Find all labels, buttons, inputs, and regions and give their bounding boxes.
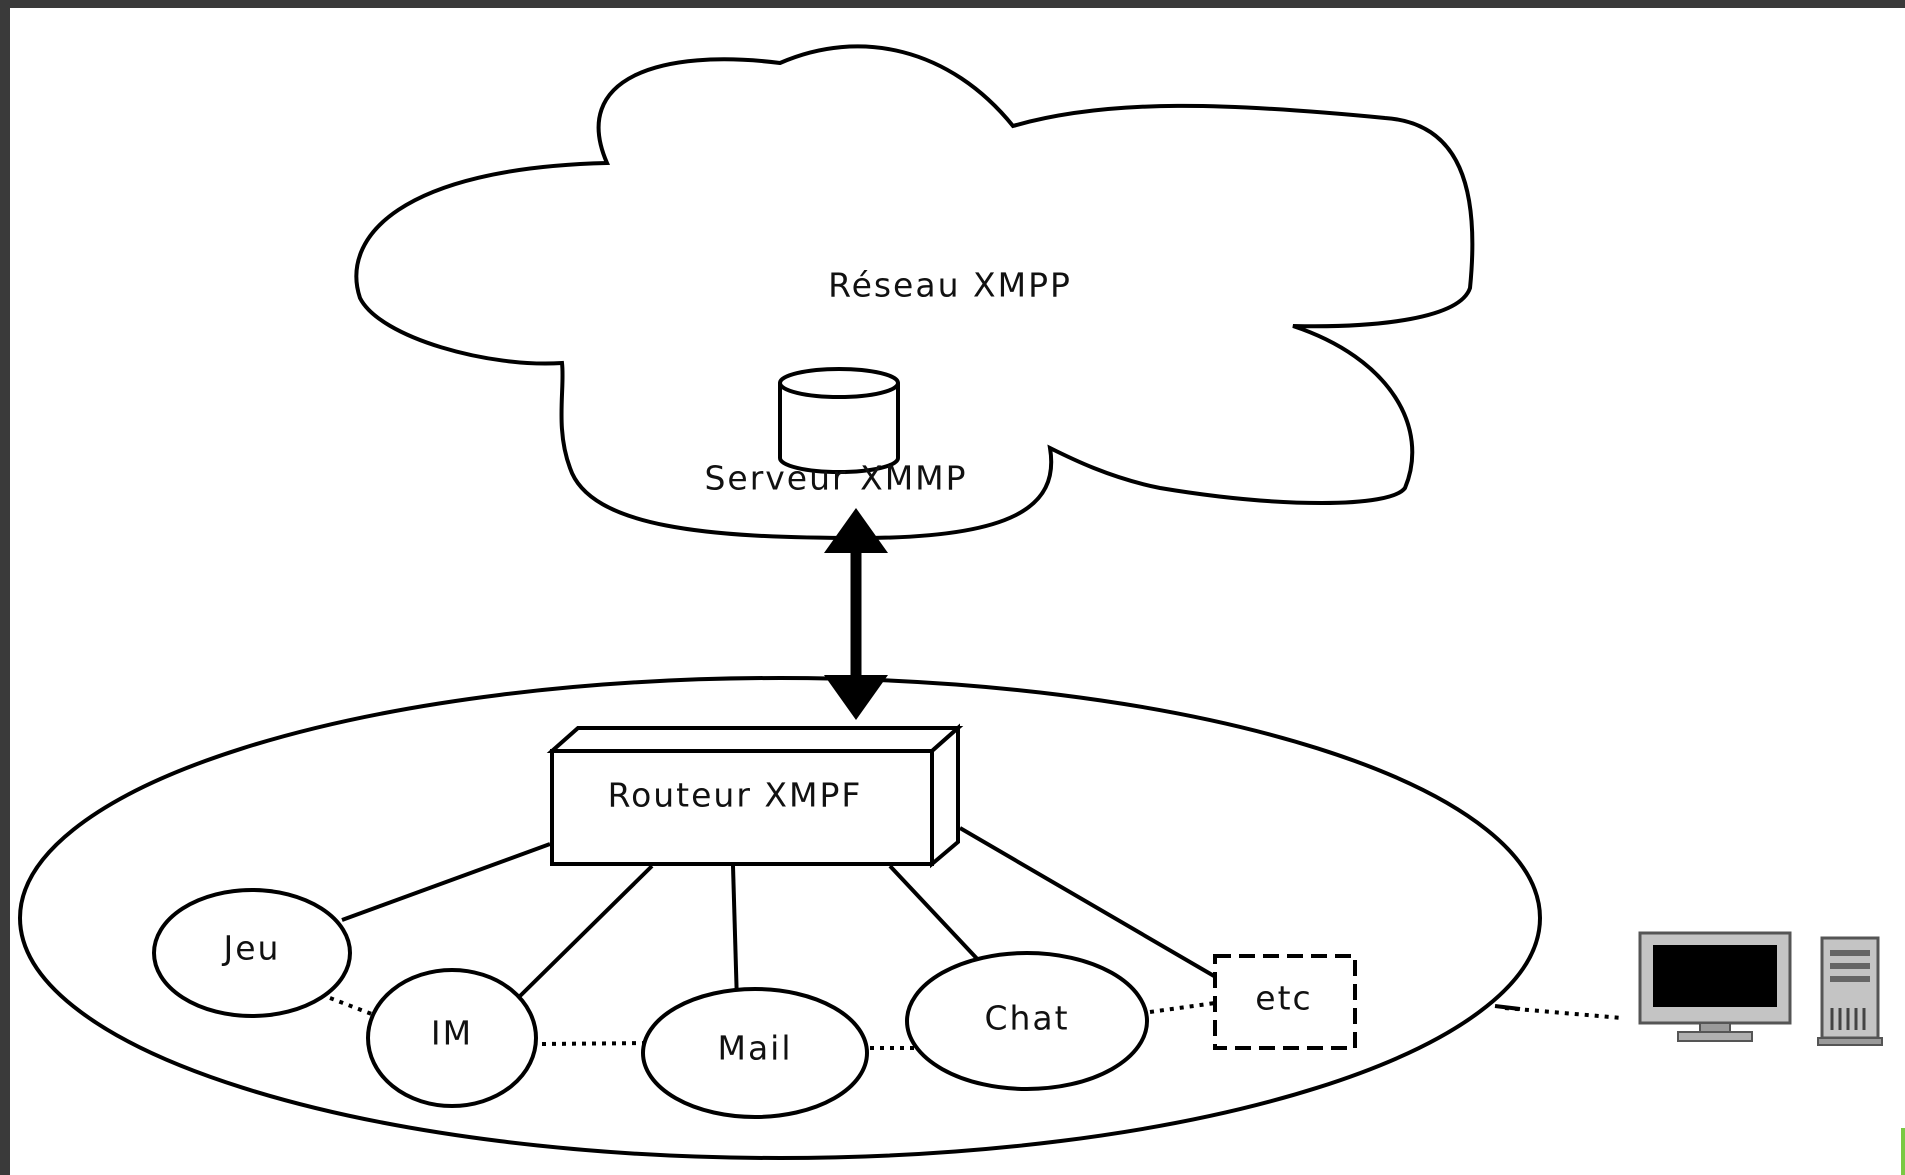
router-label: Routeur XMPF: [607, 775, 863, 815]
monitor-icon: [1638, 931, 1792, 1042]
node-jeu-label: Jeu: [223, 928, 281, 968]
database-icon: [778, 367, 900, 474]
router-box: [546, 723, 964, 869]
diagram-svg: [18, 44, 1883, 1160]
service-dotted-links: [329, 996, 1623, 1050]
node-jeu-shape: [152, 888, 352, 1018]
node-mail-shape: [641, 987, 869, 1119]
node-im-shape: [366, 968, 538, 1108]
router-links: [341, 826, 1216, 1004]
bidirectional-arrow: [824, 508, 888, 720]
server-label: Serveur XMMP: [704, 458, 968, 498]
node-etc-shape: [1213, 954, 1357, 1050]
cloud-label: Réseau XMPP: [828, 265, 1072, 305]
edge-marker: [1901, 1128, 1905, 1175]
ellipse-stub-link: [1494, 1004, 1521, 1011]
node-im-label: IM: [430, 1013, 474, 1053]
node-chat-label: Chat: [984, 998, 1070, 1038]
xmpp-network-cloud: [354, 44, 1475, 541]
node-mail-label: Mail: [717, 1028, 793, 1068]
local-network-ellipse: [18, 676, 1542, 1160]
node-chat-shape: [905, 951, 1149, 1091]
node-etc-label: etc: [1255, 978, 1313, 1018]
tower-pc-icon: [1817, 936, 1883, 1046]
diagram-canvas: Réseau XMPP Serveur XMMP Routeur XMPF Je…: [10, 8, 1905, 1175]
